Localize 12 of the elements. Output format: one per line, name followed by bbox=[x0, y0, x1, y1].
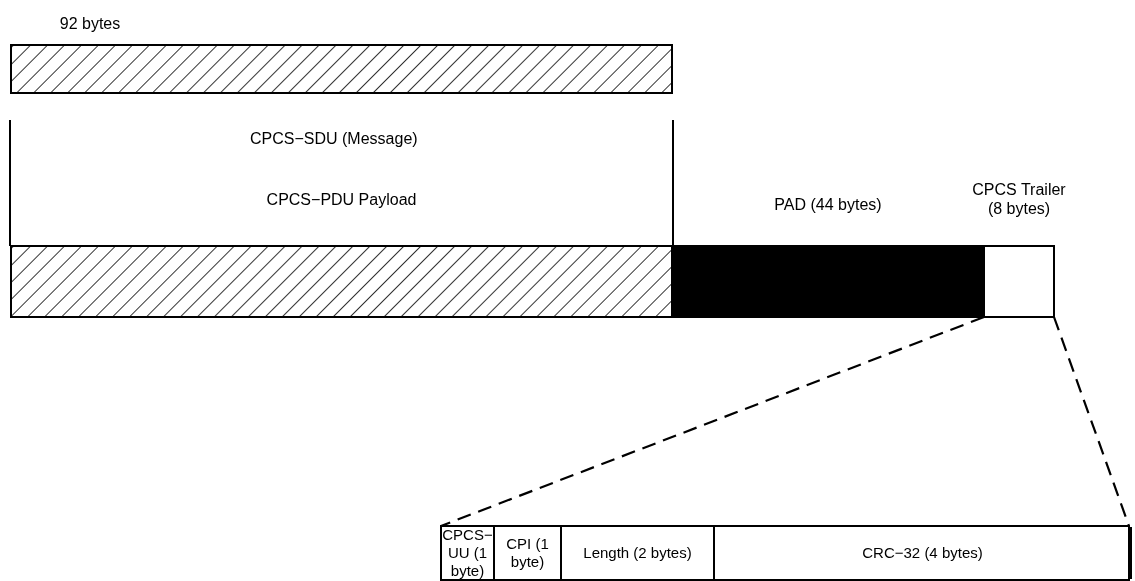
field-cell: CPCS− UU (1 byte) bbox=[442, 527, 495, 579]
field-cell: CRC−32 (4 bytes) bbox=[715, 527, 1132, 579]
field-heading: CPCS Trailer (8 bytes) bbox=[971, 180, 1067, 218]
dashed-line bbox=[1052, 316, 1131, 527]
field-heading: CPCS−PDU Payload bbox=[265, 190, 418, 209]
field-cell: Length (2 bytes) bbox=[562, 527, 715, 579]
trailer-field-row bbox=[440, 525, 1130, 581]
size-label: 92 bytes bbox=[58, 14, 122, 33]
field-heading: PAD (44 bytes) bbox=[773, 195, 883, 214]
dashed-line bbox=[440, 315, 985, 528]
field-cell: CPI (1 byte) bbox=[495, 527, 562, 579]
message-label: CPCS−SDU (Message) bbox=[250, 130, 418, 148]
